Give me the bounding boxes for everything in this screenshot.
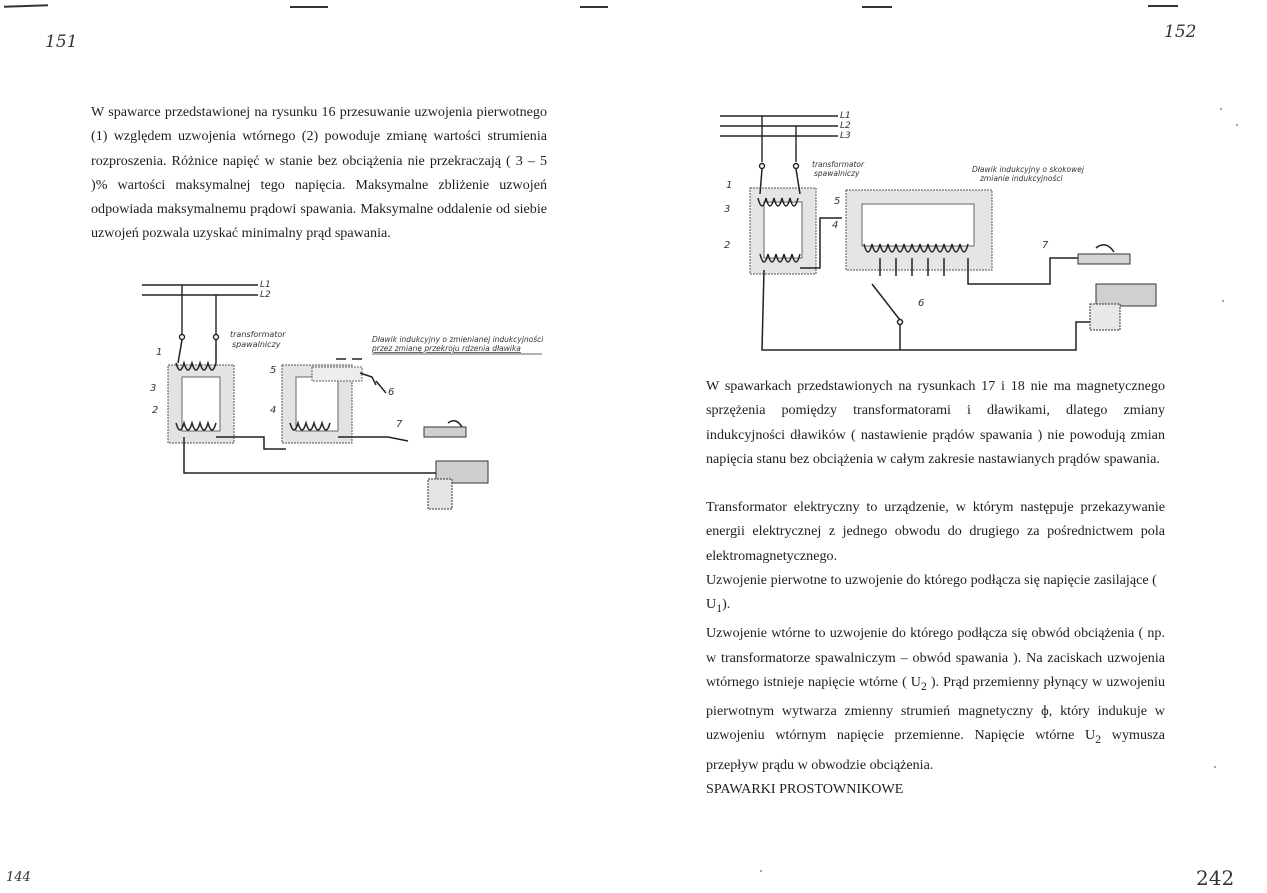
right-transformer-label-2: spawalniczy	[814, 169, 860, 178]
right-paragraph-3-end: ).	[722, 596, 731, 613]
right-circuit-diagram: L1 L2 L3 transformator spawalniczy Dławi…	[720, 111, 1157, 351]
right-paragraph-4-a: Uzwojenie wtórne to uzwojenie do którego…	[706, 625, 1165, 691]
right-number-3: 3	[724, 204, 730, 215]
left-number-3: 3	[150, 383, 156, 394]
u1-subscript: 1	[716, 602, 723, 616]
scan-speck	[1214, 766, 1216, 768]
left-number-1: 1	[156, 347, 162, 358]
page-number-right-top: 152	[1164, 22, 1197, 42]
right-paragraph-4-b: ). Prąd przemienny płynący w uzwojeniu p…	[706, 674, 1166, 744]
left-number-5: 5	[270, 365, 276, 376]
scan-speck	[1220, 108, 1222, 110]
right-number-6: 6	[918, 298, 924, 309]
section-heading: SPAWARKI PROSTOWNIKOWE	[706, 780, 904, 797]
page-number-left-bottom: 144	[6, 870, 31, 885]
left-circuit-diagram: L1 L2 transformator spawalniczy Dławik i…	[142, 280, 544, 510]
paragraph-gap	[706, 471, 1165, 495]
left-number-7: 7	[396, 419, 403, 430]
u2-subscript-1: 2	[920, 679, 927, 693]
scan-mark	[862, 6, 892, 8]
left-line-label-l1: L1	[260, 280, 271, 290]
right-transformer-label-1: transformator	[812, 160, 865, 169]
right-number-4: 4	[832, 220, 838, 231]
page-number-left-top: 151	[45, 32, 78, 52]
left-number-2: 2	[152, 405, 158, 416]
left-line-label-l2: L2	[260, 290, 271, 300]
right-paragraph-2: Transformator elektryczny to urządzenie,…	[706, 499, 1165, 564]
left-transformer-label-1: transformator	[230, 330, 286, 339]
right-line-label-l1: L1	[840, 111, 851, 121]
left-number-6: 6	[388, 387, 394, 398]
u1-symbol: U	[706, 596, 717, 613]
left-choke-label-1: Dławik indukcyjny o zmienianej indukcyjn…	[372, 335, 544, 344]
right-choke-label-2: zmianie indukcyjności	[979, 174, 1063, 183]
scan-mark	[580, 6, 608, 8]
right-paragraph-3-text: Uzwojenie pierwotne to uzwojenie do któr…	[706, 572, 1157, 589]
right-line-label-l3: L3	[840, 131, 851, 141]
scan-mark	[1148, 5, 1178, 7]
scan-speck	[760, 870, 762, 872]
left-transformer-label-2: spawalniczy	[232, 340, 281, 349]
scan-mark	[290, 6, 328, 8]
right-number-1: 1	[726, 180, 732, 191]
right-number-5: 5	[834, 196, 840, 207]
right-paragraph-3: Uzwojenie pierwotne to uzwojenie do któr…	[706, 568, 1165, 621]
u2-subscript-2: 2	[1095, 733, 1102, 747]
left-paragraph: W spawarce przedstawionej na rysunku 16 …	[91, 104, 547, 242]
right-text-block: W spawarkach przedstawionych na rysunkac…	[706, 374, 1165, 801]
right-number-7: 7	[1042, 240, 1049, 251]
right-paragraph-4-c: wymusza przepływ prądu w obwodzie obciąż…	[706, 727, 1165, 773]
right-choke-label-1: Dławik indukcyjny o skokowej	[972, 165, 1085, 174]
left-number-4: 4	[270, 405, 276, 416]
right-line-label-l2: L2	[840, 121, 851, 131]
right-paragraph-1: W spawarkach przedstawionych na rysunkac…	[706, 378, 1165, 467]
scan-speck	[1236, 124, 1238, 126]
scan-mark	[3, 4, 49, 8]
left-choke-label-2: przez zmianę przekroju rdzenia dławika	[371, 344, 521, 353]
scan-speck	[1222, 300, 1224, 302]
right-number-2: 2	[724, 240, 730, 251]
right-paragraph-4: Uzwojenie wtórne to uzwojenie do którego…	[706, 621, 1165, 776]
page-number-right-bottom: 242	[1196, 866, 1235, 890]
